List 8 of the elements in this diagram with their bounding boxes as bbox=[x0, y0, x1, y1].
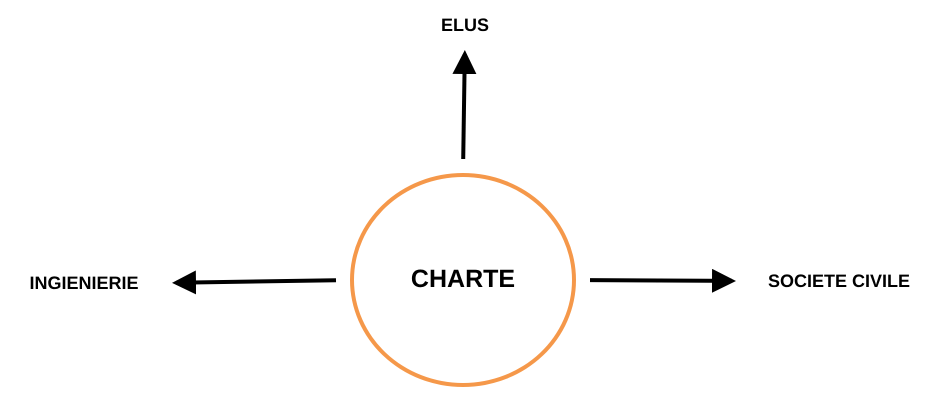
circle-node bbox=[350, 173, 576, 387]
circle-title: CHARTE bbox=[410, 264, 516, 296]
label-text: INGIENIERIE bbox=[29, 272, 139, 294]
arrow bbox=[172, 270, 336, 294]
arrow bbox=[452, 50, 476, 160]
arrow bbox=[590, 268, 736, 293]
label-text: SOCIETE CIVILE bbox=[768, 270, 910, 292]
label-text: ELUS bbox=[440, 14, 489, 36]
